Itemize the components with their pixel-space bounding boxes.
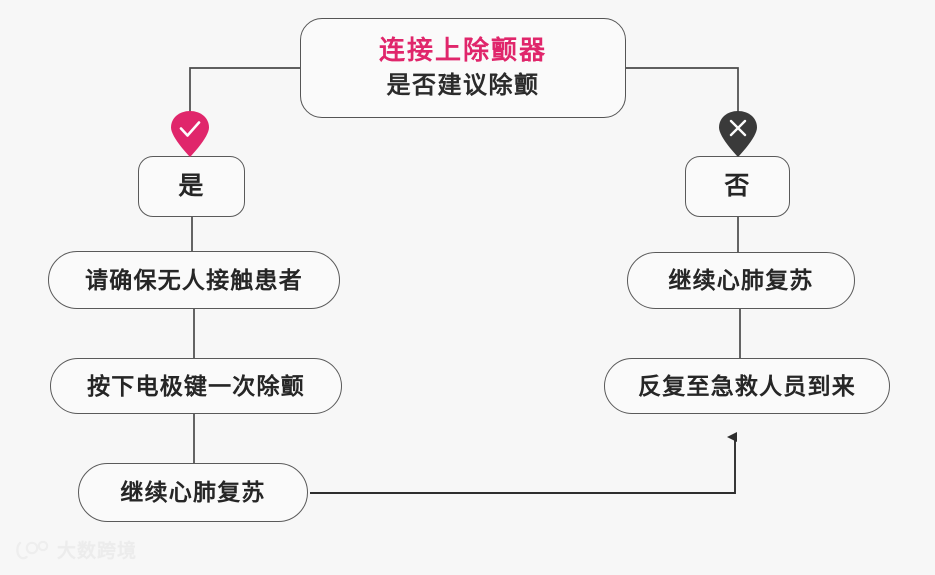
watermark-text: 大数跨境 bbox=[57, 541, 138, 562]
node-root-title: 连接上除颤器 bbox=[378, 35, 547, 66]
node-yes-step-1[interactable]: 请确保无人接触患者 bbox=[48, 251, 340, 309]
node-yes-step-2[interactable]: 按下电极键一次除颤 bbox=[50, 358, 342, 414]
node-yes-label: 是 bbox=[178, 171, 205, 200]
node-root-subtitle: 是否建议除颤 bbox=[386, 72, 540, 100]
node-no-label: 否 bbox=[724, 171, 751, 200]
cross-pin-icon bbox=[719, 111, 757, 157]
node-yes-step-2-label: 按下电极键一次除颤 bbox=[87, 372, 305, 399]
node-yes-step-3-label: 继续心肺复苏 bbox=[120, 479, 266, 506]
node-no-step-1[interactable]: 继续心肺复苏 bbox=[627, 252, 855, 309]
node-branch-yes[interactable]: 是 bbox=[138, 156, 245, 217]
node-connect-defibrillator[interactable]: 连接上除颤器 是否建议除颤 bbox=[300, 18, 626, 118]
node-no-step-2-label: 反复至急救人员到来 bbox=[638, 372, 856, 399]
node-no-step-1-label: 继续心肺复苏 bbox=[668, 267, 814, 294]
edge-root-to-yes bbox=[189, 67, 301, 127]
check-pin-icon bbox=[171, 111, 209, 157]
node-no-step-2[interactable]: 反复至急救人员到来 bbox=[604, 358, 890, 414]
node-yes-step-3[interactable]: 继续心肺复苏 bbox=[78, 463, 308, 522]
node-yes-step-1-label: 请确保无人接触患者 bbox=[85, 266, 303, 293]
paw-logo-icon bbox=[16, 540, 49, 559]
node-branch-no[interactable]: 否 bbox=[685, 156, 790, 217]
edge-root-to-no bbox=[625, 67, 739, 127]
edge-l3-to-r2-loop bbox=[310, 432, 737, 494]
watermark: 大数跨境 bbox=[16, 536, 137, 563]
